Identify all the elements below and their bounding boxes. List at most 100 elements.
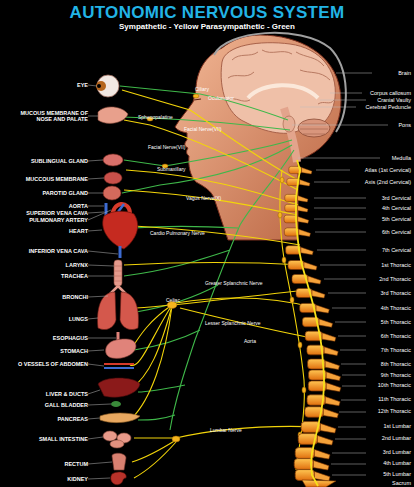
- organ-label: MUCCOUS MEMBRANE: [0, 176, 88, 182]
- ganglia-part: [298, 342, 302, 348]
- brain-label: Cerebral Peduncle: [330, 104, 411, 110]
- organ-label: STOMACH: [0, 348, 88, 354]
- organs-part: [104, 363, 134, 365]
- organ-label: INFERIOR VENA CAVA: [0, 248, 88, 254]
- organs-part: [97, 75, 119, 97]
- sympathetic-nerves-part: [124, 190, 297, 215]
- nerve-label: Ciliary: [195, 87, 315, 93]
- sympathetic-nerves-part: [122, 90, 298, 180]
- sympathetic-nerves-part: [134, 442, 176, 478]
- organs-part: [98, 292, 116, 330]
- spine: [284, 160, 341, 487]
- head-silhouette-part: [194, 99, 201, 100]
- nerve-label: Oculomotor: [208, 96, 328, 102]
- organs-part: [111, 401, 121, 407]
- organs-part: [112, 453, 126, 470]
- vertebra-label: Axis (2nd Cervical): [330, 179, 411, 185]
- nerve-label: Celiac: [166, 298, 286, 304]
- nerve-label: Lesser Splanchnic Nerve: [205, 321, 325, 327]
- organ-label: GALL BLADDER: [0, 402, 88, 408]
- organ-label: LARYNX: [0, 262, 88, 268]
- spine-part: [302, 480, 336, 487]
- organs-part: [98, 378, 140, 397]
- nerve-label: Facial Nerve(VII): [184, 127, 304, 133]
- parasympathetic-nerves-part: [122, 145, 292, 193]
- vertebra-label: 2nd Lumbar: [330, 435, 411, 441]
- vertebra-label: 10th Thoracic: [330, 382, 411, 388]
- brain-label: Medulla: [330, 155, 411, 161]
- organs-part: [97, 84, 101, 88]
- brain-part: [284, 108, 297, 162]
- vertebra-label: 4th Thoracic: [330, 305, 411, 311]
- vertebra-label: 7th Cervical: [330, 247, 411, 253]
- organ-label: KIDNEY: [0, 476, 88, 482]
- organs: [96, 75, 140, 485]
- vertebra-label: 8th Thoracic: [330, 361, 411, 367]
- vertebra-label: 5th Cervical: [330, 216, 411, 222]
- legend-note: Sympathetic - Yellow Parasympathetic - G…: [0, 23, 414, 32]
- organ-label: RECTUM: [0, 461, 88, 467]
- ganglia-part: [290, 297, 294, 303]
- sympathetic-nerves-part: [132, 440, 176, 462]
- ganglia-part: [278, 212, 282, 218]
- organ-label: SUBLINGUAL GLAND: [0, 158, 88, 164]
- organs-part: [104, 367, 134, 369]
- brain-label: Pons: [330, 122, 411, 128]
- organs-part: [118, 204, 124, 212]
- brain-label: Brain: [330, 70, 411, 76]
- nerve-label: Aorta: [244, 339, 364, 345]
- organs-part: [111, 472, 127, 485]
- ganglia-part: [282, 257, 286, 263]
- organs-part: [100, 413, 140, 423]
- organs-part: [104, 172, 122, 184]
- nerve-label: Submaxillary: [157, 167, 277, 173]
- vertebra-label: 1st Lumbar: [330, 423, 411, 429]
- leader-lines-part: [292, 73, 388, 475]
- nerve-label: Greater Splanchnic Nerve: [205, 281, 325, 287]
- organ-label: TRACHEA: [0, 273, 88, 279]
- organ-label: MUCOUS MEMBRANE OF NOSE AND PALATE: [8, 110, 88, 122]
- ganglia-part: [193, 94, 199, 98]
- vertebra-label: 12th Thoracic: [330, 408, 411, 414]
- vertebra-label: 9th Thoracic: [330, 372, 411, 378]
- organ-label: PAROTID GLAND: [0, 190, 88, 196]
- sympathetic-nerves-part: [176, 298, 316, 308]
- diagram-title: AUTONOMIC NERVOUS SYSTEM: [0, 3, 414, 23]
- organs-part: [103, 154, 123, 166]
- organs-part: [103, 186, 121, 200]
- ganglia: [147, 94, 306, 442]
- ganglia-part: [280, 177, 284, 183]
- vertebra-label: 5th Lumbar: [330, 471, 411, 477]
- organs-part: [119, 246, 122, 258]
- vertebra-label: 11th Thoracic: [330, 396, 411, 402]
- leader-lines-part: [88, 85, 118, 479]
- sympathetic-nerves-part: [136, 290, 310, 308]
- brain-part: [298, 119, 330, 137]
- nerve-label: Facial Nerve(VII): [148, 145, 268, 151]
- organ-label: AORTA: [0, 203, 88, 209]
- ganglia-part: [302, 387, 306, 393]
- brain-label: Cranial Vaulty: [330, 97, 411, 103]
- nerve-label: Sphenopalatine: [138, 115, 258, 121]
- organ-label: LUNGS: [0, 316, 88, 322]
- brain-part: [228, 50, 334, 104]
- organ-label: SUPERIOR VENA CAVA: [0, 210, 88, 216]
- nerve-label: Lumbar Nerve: [210, 428, 330, 434]
- organs-part: [103, 431, 117, 441]
- brain-label: Corpus callosum: [330, 90, 411, 96]
- vertebra-label: 1st Thoracic: [330, 262, 411, 268]
- vertebra-label: 4th Lumbar: [330, 460, 411, 466]
- parasympathetic-nerves: [120, 86, 294, 430]
- organ-label: ESOPHAGUS: [0, 335, 88, 341]
- nerve-label: Cardio Pulmonary Nerve: [150, 231, 270, 237]
- ganglia-part: [172, 436, 180, 442]
- organs-part: [96, 81, 106, 91]
- vertebra-label: 6th Thoracic: [330, 333, 411, 339]
- vertebra-label: 7th Thoracic: [330, 347, 411, 353]
- organ-label: PANCREAS: [0, 416, 88, 422]
- spine-part: [296, 160, 324, 486]
- organ-label: SMALL INTESTINE: [0, 436, 88, 442]
- organs-part: [103, 211, 138, 249]
- parasympathetic-nerves-part: [138, 385, 185, 392]
- nerve-label: Vagus Nerve(X): [186, 196, 306, 202]
